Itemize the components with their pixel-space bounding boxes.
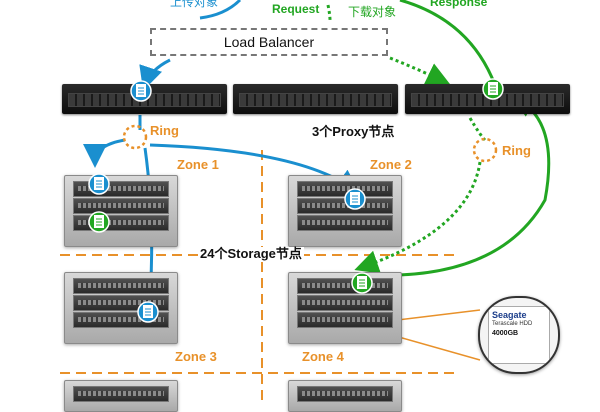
proxy-server-2 — [233, 84, 398, 114]
download-object-label: 下载对象 — [348, 5, 397, 19]
document-icon — [88, 211, 110, 233]
object-badges — [88, 78, 504, 323]
response-path-out — [399, 0, 497, 86]
hdd-brand: Seagate — [492, 310, 527, 320]
swift-architecture-diagram: 上传对象 Request 下载对象 Response Load Balancer… — [60, 0, 570, 412]
storage-server-zone4 — [288, 272, 402, 344]
ring-icon — [472, 137, 498, 163]
document-icon — [88, 173, 110, 195]
request-path-in — [326, 4, 332, 21]
document-icon — [482, 78, 504, 100]
request-label: Request — [272, 2, 320, 16]
ring-left-label: Ring — [150, 123, 179, 138]
load-balancer: Load Balancer — [150, 28, 388, 56]
zone3-label: Zone 3 — [175, 349, 217, 364]
request-path-to-proxy — [389, 56, 451, 86]
load-balancer-label: Load Balancer — [223, 34, 315, 50]
proxy-nodes-label: 3个Proxy节点 — [312, 124, 395, 139]
hdd-capacity: 4000GB — [492, 330, 519, 337]
response-path-to-proxy — [369, 95, 551, 277]
storage-nodes-label: 24个Storage节点 — [198, 246, 304, 261]
zone2-label: Zone 2 — [370, 157, 412, 172]
ring-right-label: Ring — [502, 143, 531, 158]
storage-server-zone2 — [288, 175, 402, 247]
upload-object-label: 上传对象 — [170, 0, 219, 9]
hdd-callout: Seagate Terascale HDD 4000GB — [478, 296, 560, 374]
hdd-model: Terascale HDD — [492, 321, 533, 327]
storage-server-zone3 — [64, 272, 178, 344]
upload-path-zone1 — [83, 138, 126, 168]
zone1-label: Zone 1 — [177, 157, 219, 172]
hdd-label: Seagate Terascale HDD 4000GB — [488, 306, 550, 364]
document-icon — [137, 301, 159, 323]
zone4-label: Zone 4 — [302, 349, 344, 364]
document-icon — [344, 188, 366, 210]
ring-icon — [122, 124, 148, 150]
document-icon — [351, 272, 373, 294]
storage-server-zone4-lower — [288, 380, 402, 412]
document-icon — [130, 80, 152, 102]
response-label: Response — [430, 0, 488, 9]
upload-path-in — [199, 0, 242, 20]
